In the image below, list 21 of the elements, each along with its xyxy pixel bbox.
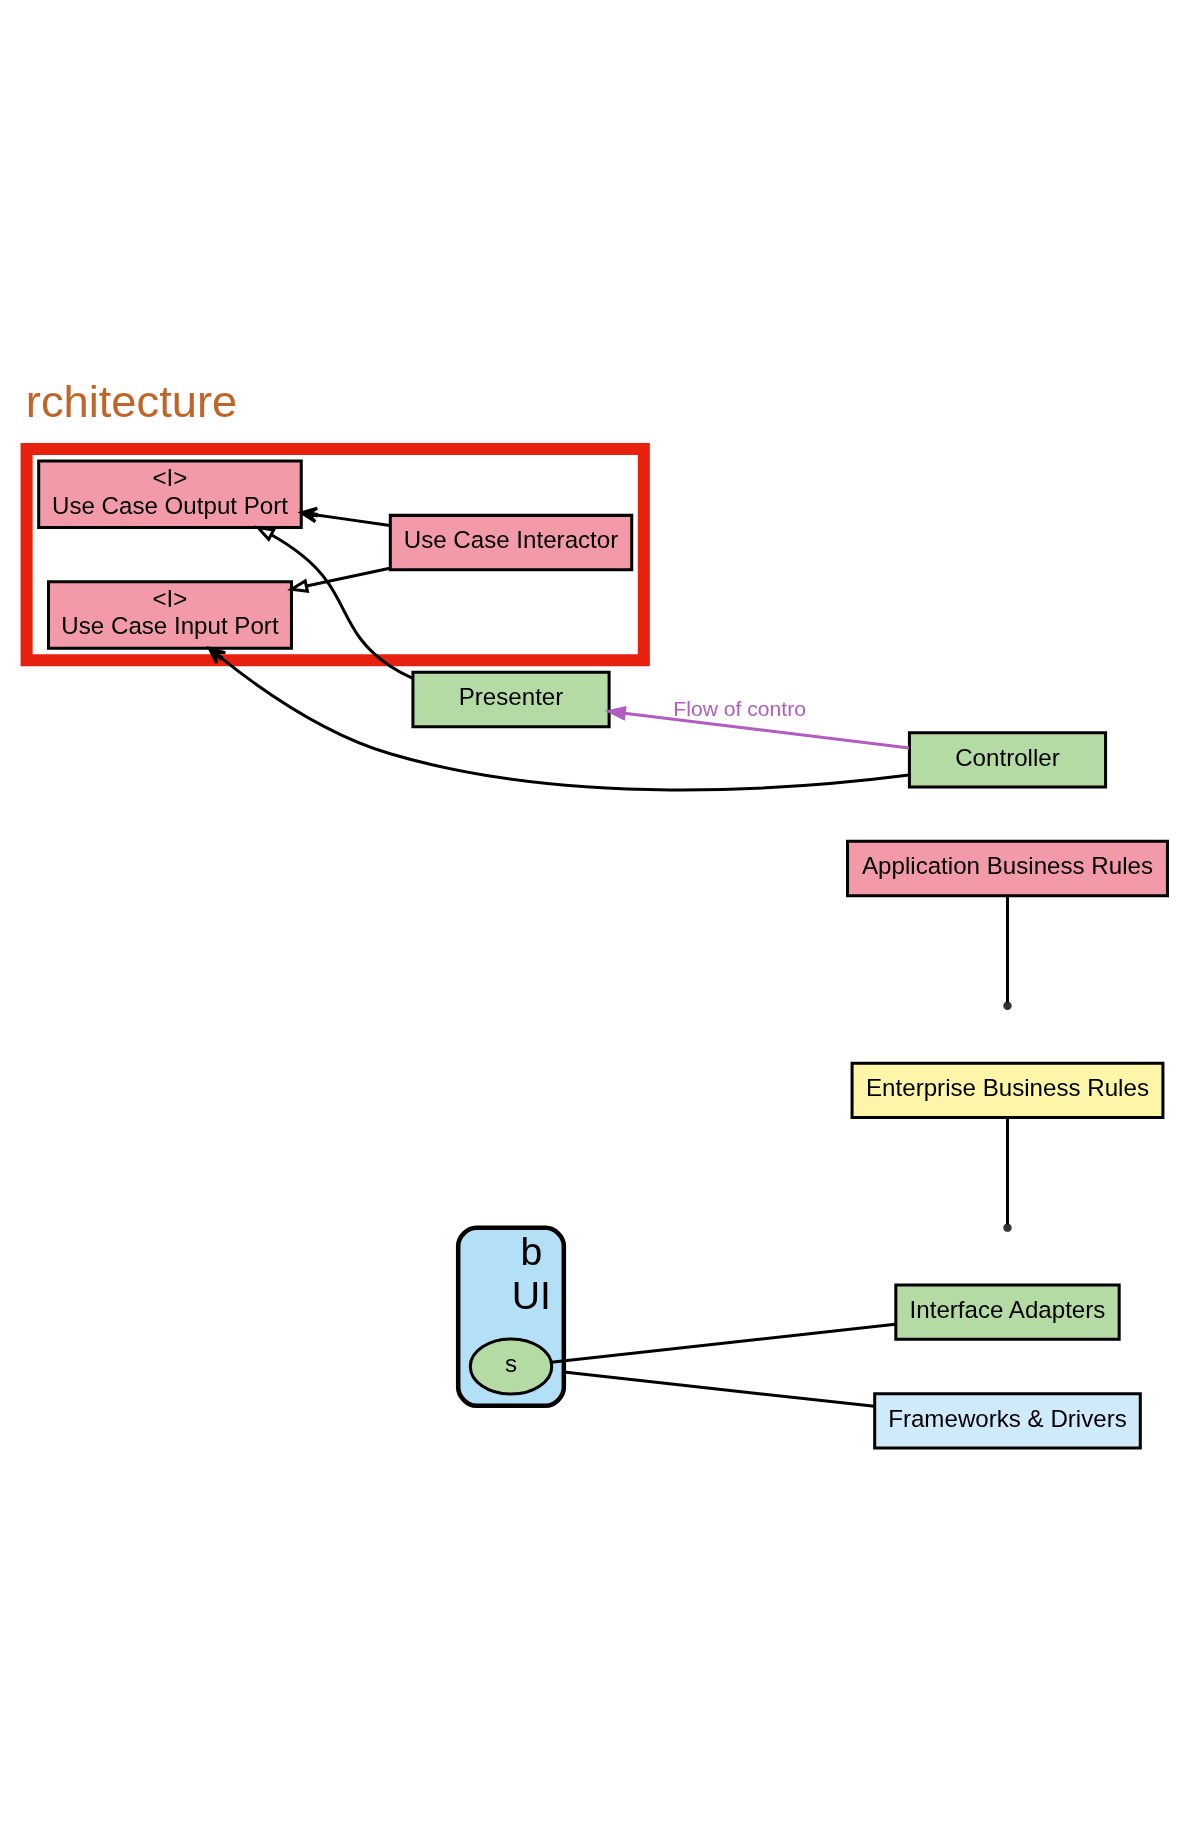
node-box: Frameworks & Drivers xyxy=(873,1392,1142,1450)
node-ellipse: s xyxy=(468,1337,554,1396)
diagram-title: rchitecture xyxy=(25,376,238,428)
connector xyxy=(551,1322,896,1364)
edge-label: Flow of contro xyxy=(673,697,806,721)
node-box: Presenter xyxy=(411,670,611,729)
arrow xyxy=(207,646,910,792)
arrow xyxy=(253,525,414,680)
node-box: <I> Use Case Output Port xyxy=(37,459,303,529)
arrow xyxy=(287,566,391,593)
node-box: Enterprise Business Rules xyxy=(850,1061,1165,1119)
arrow xyxy=(299,506,391,527)
node-box: <I> Use Case Input Port xyxy=(47,580,293,650)
node-box: Interface Adapters xyxy=(894,1283,1121,1341)
node-box: Controller xyxy=(907,731,1108,789)
connector xyxy=(563,1370,875,1408)
connector xyxy=(1006,895,1009,1003)
arrow xyxy=(604,705,910,750)
connector xyxy=(1006,1117,1009,1225)
node-box: Application Business Rules xyxy=(846,839,1169,898)
node-box: Use Case Interactor xyxy=(388,513,634,572)
